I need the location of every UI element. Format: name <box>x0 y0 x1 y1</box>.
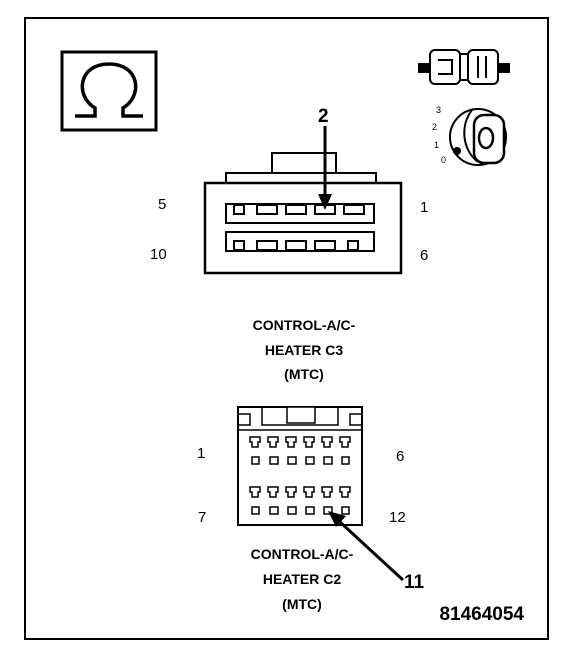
connector-c3 <box>203 152 403 275</box>
ignition-position-3: 3 <box>436 105 441 115</box>
c2-pin-label-1: 1 <box>197 445 205 462</box>
c2-callout-number: 11 <box>404 572 425 593</box>
c2-pin-label-12: 12 <box>389 509 406 526</box>
c3-pin-label-1: 1 <box>420 199 428 216</box>
c3-caption-line2: HEATER C3 <box>265 342 344 358</box>
c2-top-terminal-row <box>249 436 351 465</box>
c2-callout-arrow <box>328 511 405 582</box>
c2-bottom-terminal-row <box>249 486 351 515</box>
c3-pin-label-10: 10 <box>150 246 167 263</box>
c3-caption-line1: CONTROL-A/C- <box>253 317 356 333</box>
ignition-position-1: 1 <box>434 140 439 150</box>
c2-caption-line3: (MTC) <box>282 596 322 612</box>
c2-caption-line2: HEATER C2 <box>263 571 342 587</box>
c3-caption-line3: (MTC) <box>284 366 324 382</box>
connector-plug-icon <box>418 49 510 85</box>
c2-caption-line1: CONTROL-A/C- <box>251 546 354 562</box>
ignition-position-0: 0 <box>441 155 446 165</box>
c3-bottom-pin-row <box>233 240 359 251</box>
c3-callout-number: 2 <box>318 106 329 127</box>
ignition-position-2: 2 <box>432 122 437 132</box>
c3-callout-arrow <box>318 126 332 210</box>
figure-number: 81464054 <box>439 604 524 625</box>
c2-pin-label-6: 6 <box>396 448 404 465</box>
c3-pin-label-6: 6 <box>420 247 428 264</box>
diagram-frame <box>24 17 549 640</box>
ohm-symbol-icon <box>60 50 158 132</box>
connector-c2 <box>237 406 363 526</box>
c3-pin-label-5: 5 <box>158 196 166 213</box>
c2-pin-label-7: 7 <box>198 509 206 526</box>
ignition-key-icon: 3 2 1 0 <box>432 105 507 166</box>
